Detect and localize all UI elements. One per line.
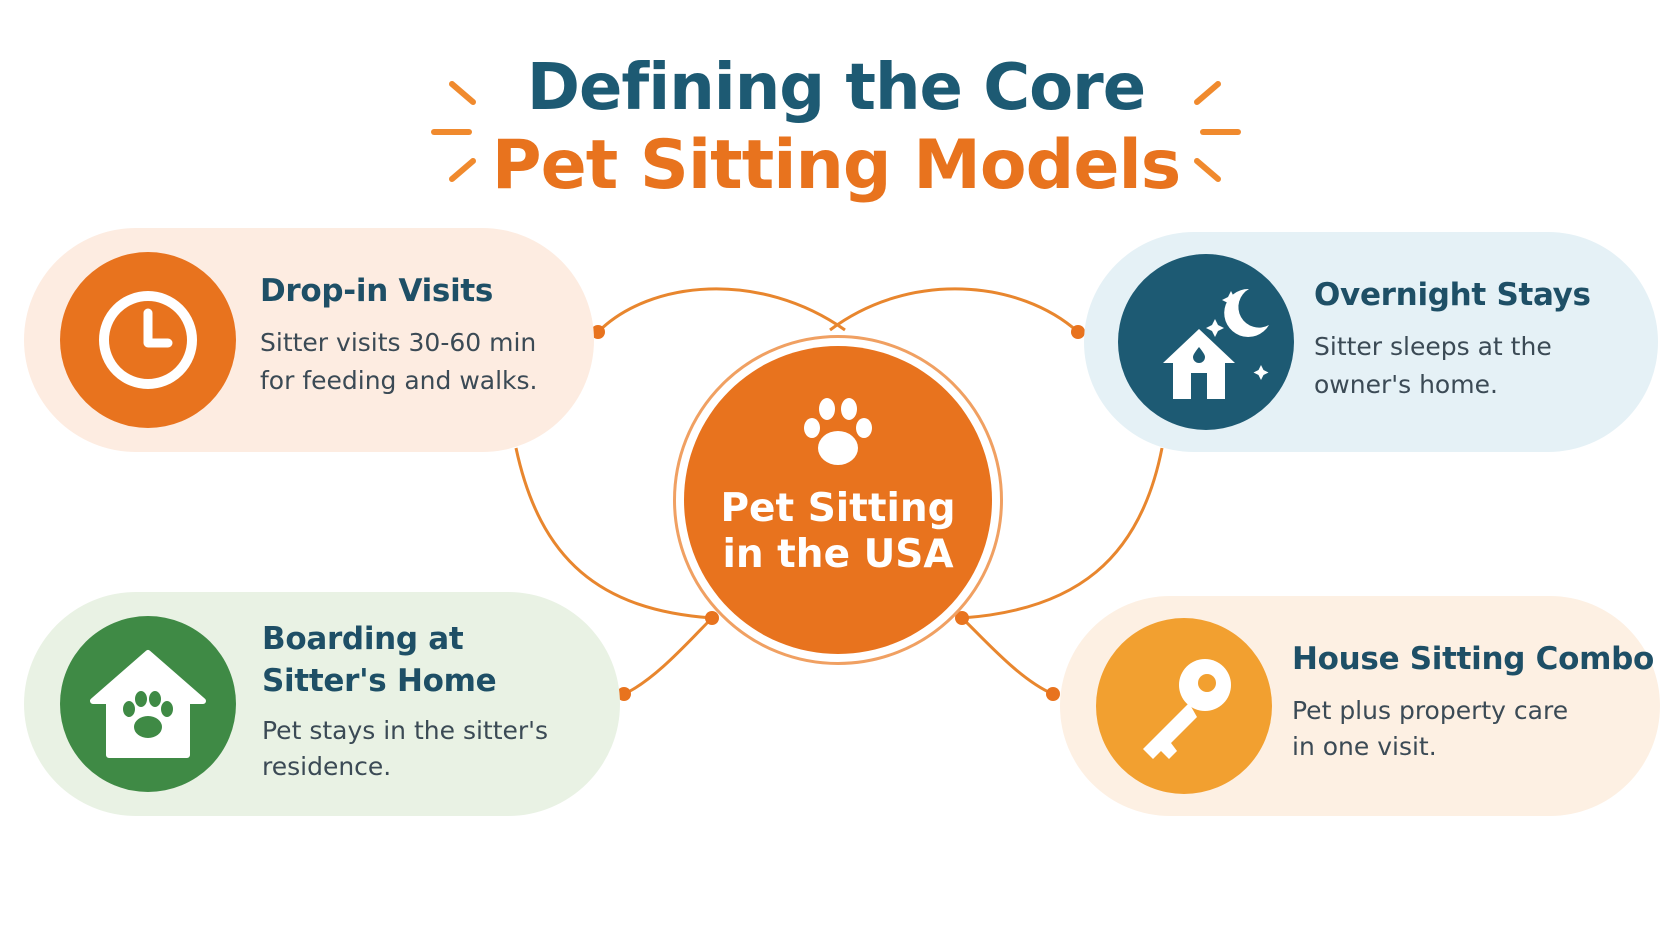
model-title: Overnight Stays — [1314, 277, 1591, 313]
model-description-line-2: owner's home. — [1314, 370, 1498, 399]
title-line-1: Defining the Core — [526, 51, 1146, 125]
house-paw-icon — [60, 616, 236, 792]
model-title: Drop-in Visits — [260, 273, 494, 309]
model-title-line-2: Sitter's Home — [262, 663, 497, 699]
title-line-2: Pet Sitting Models — [491, 126, 1181, 205]
connector-curves — [514, 287, 1164, 696]
model-card-drop-in-visits: Drop-in Visits Sitter visits 30-60 min f… — [24, 228, 594, 452]
model-description-line-1: Pet plus property care — [1292, 696, 1569, 725]
house-moon-stars-icon — [1118, 254, 1294, 430]
hub-label-line-1: Pet Sitting — [720, 486, 956, 531]
model-card-overnight-stays: Overnight Stays Sitter sleeps at the own… — [1084, 232, 1658, 452]
hub-circle — [684, 346, 992, 654]
model-title-line-1: Boarding at — [262, 621, 464, 657]
model-description-line-1: Sitter visits 30-60 min — [260, 328, 537, 357]
model-description-line-2: in one visit. — [1292, 732, 1437, 761]
paw-icon — [804, 398, 872, 465]
model-card-boarding-at-sitters-home: Boarding at Sitter's Home Pet stays in t… — [24, 592, 620, 816]
key-icon — [1096, 618, 1272, 794]
model-description-line-1: Sitter sleeps at the — [1314, 332, 1552, 361]
title-sparkle-right — [1194, 81, 1241, 182]
model-card-house-sitting-combo: House Sitting Combo Pet plus property ca… — [1060, 596, 1660, 816]
model-title: House Sitting Combo — [1292, 641, 1654, 677]
connector-dots — [591, 325, 1085, 701]
hub-ring — [673, 335, 1003, 665]
model-description-line-2: for feeding and walks. — [260, 366, 538, 395]
hub-label: Pet Sitting in the USA — [684, 486, 992, 578]
title-sparkle-left — [431, 81, 476, 182]
clock-icon — [60, 252, 236, 428]
model-description-line-2: residence. — [262, 752, 392, 781]
model-description-line-1: Pet stays in the sitter's — [262, 716, 549, 745]
hub-label-line-2: in the USA — [722, 532, 954, 577]
